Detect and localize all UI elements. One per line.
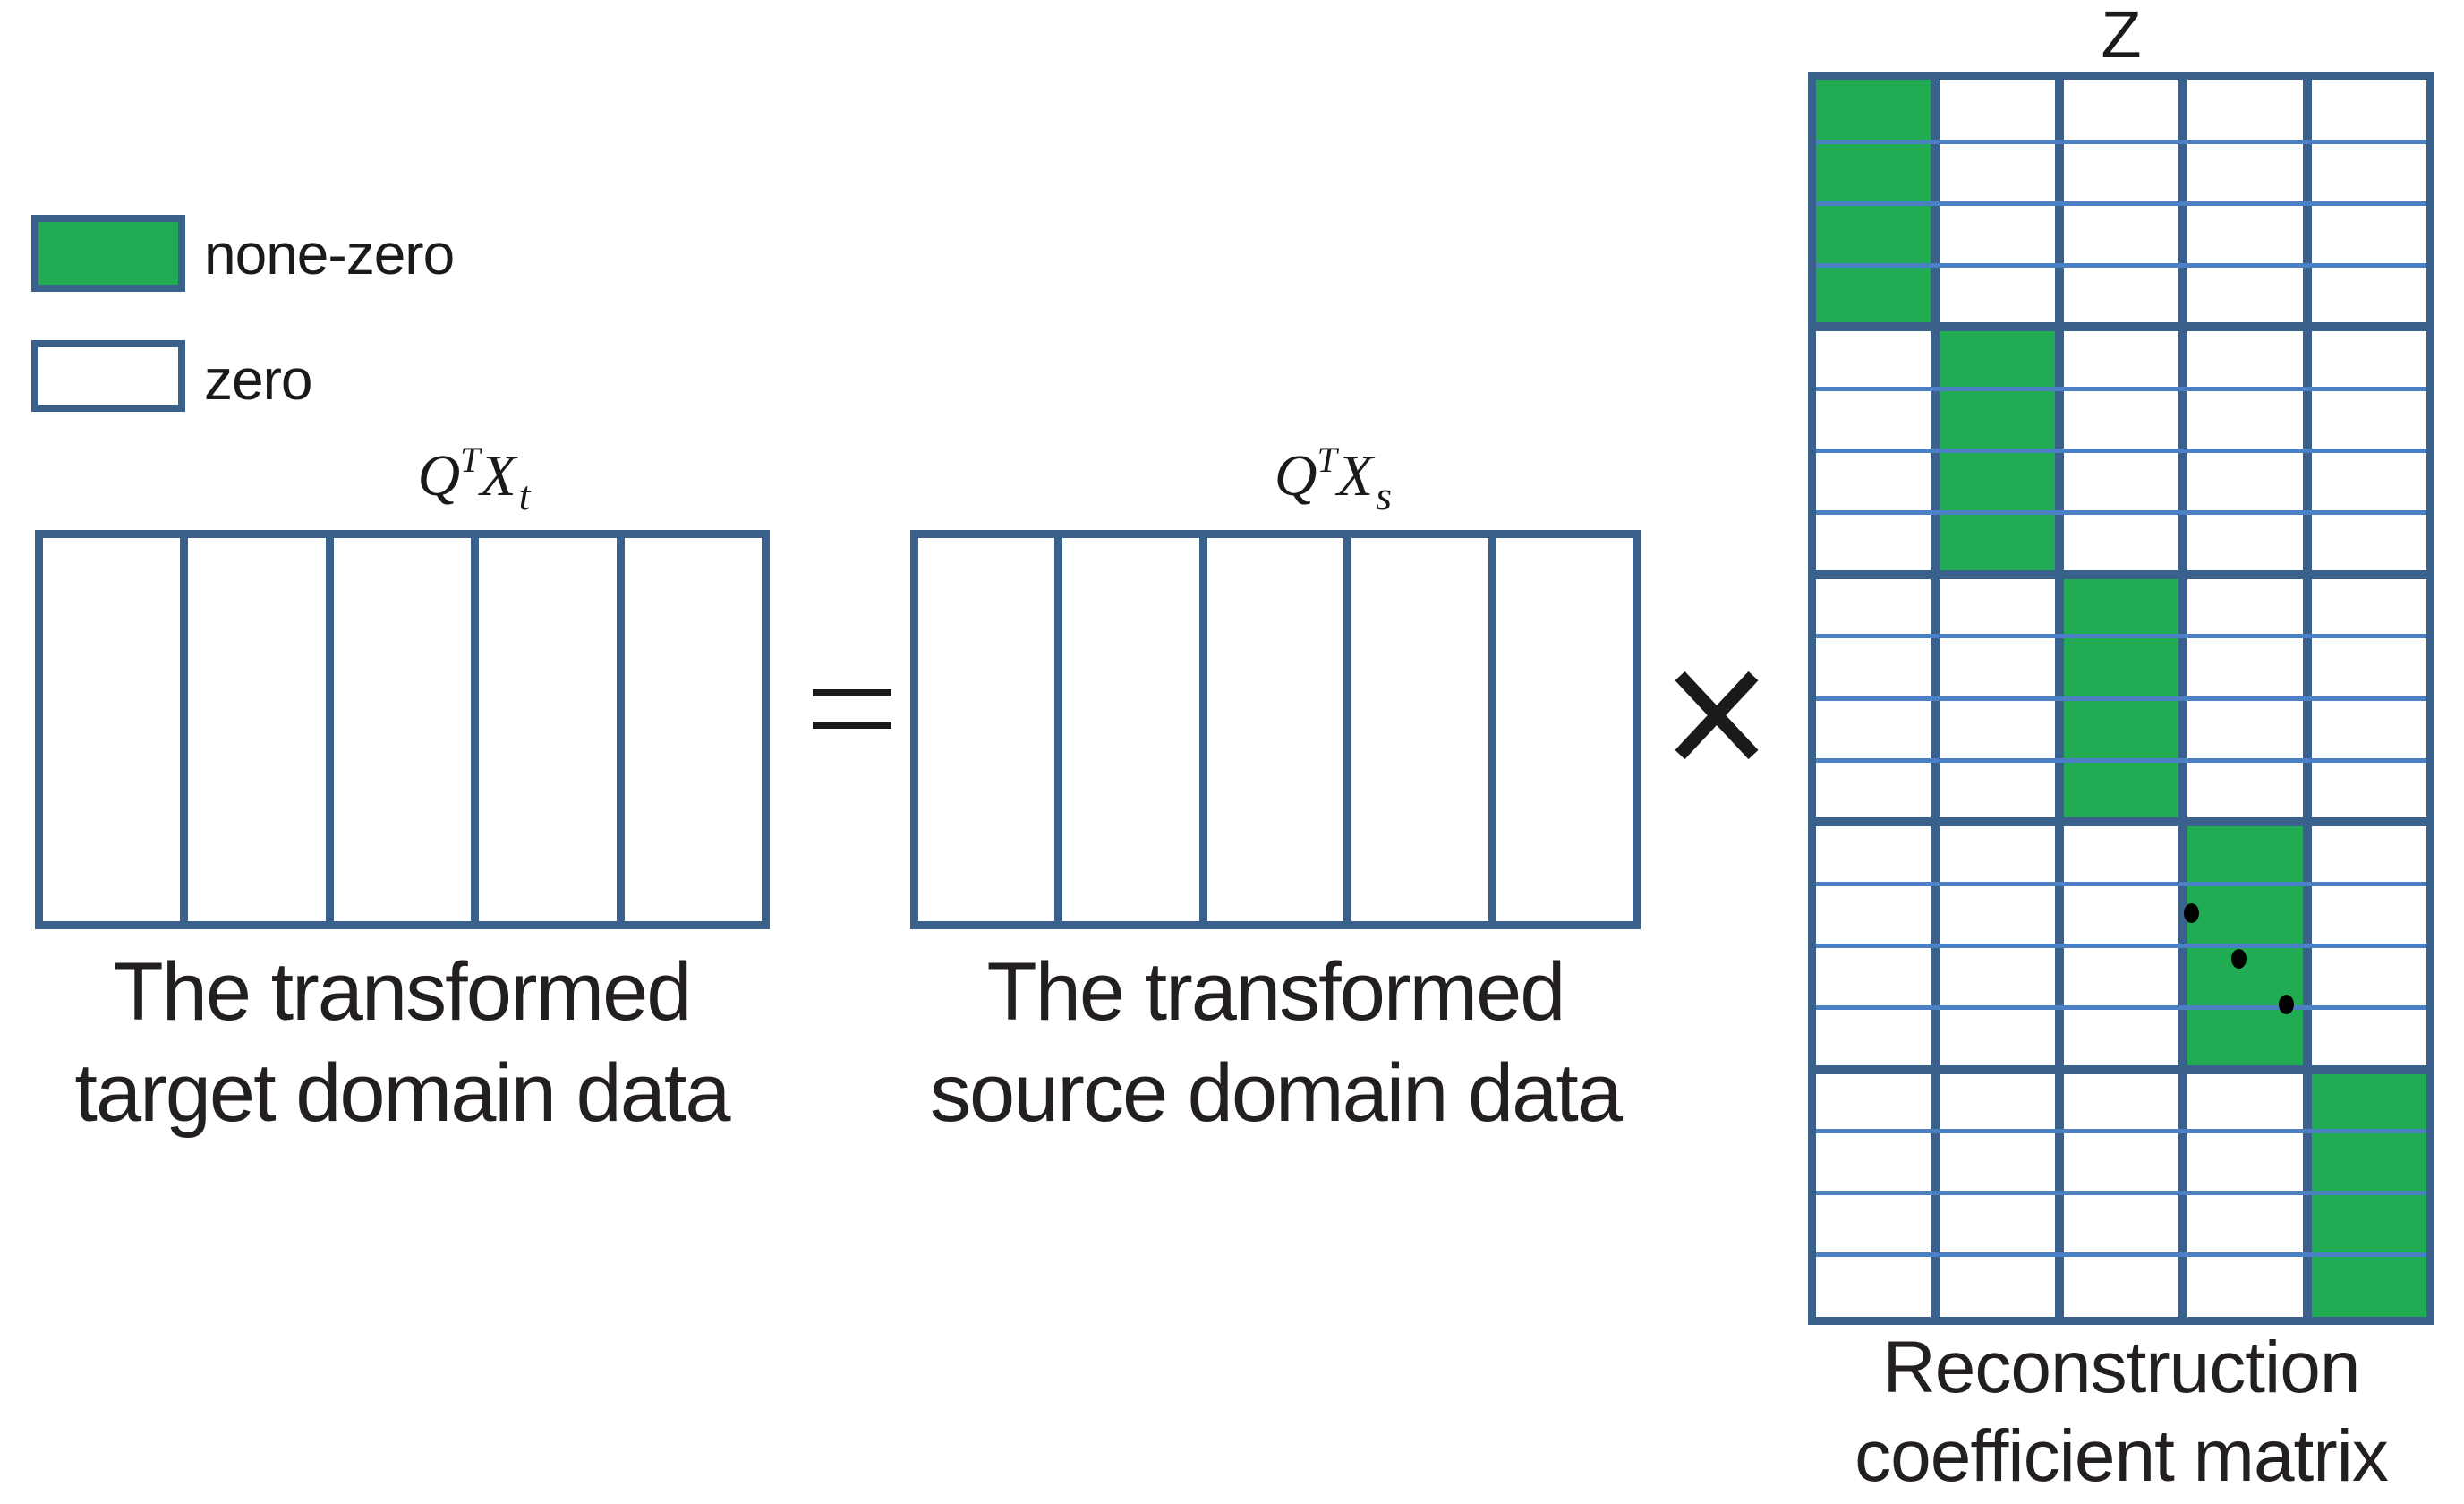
matrix-column [918, 538, 1055, 921]
matrix-column [2302, 80, 2427, 1317]
caption-line: target domain data [74, 1047, 730, 1139]
formula-variable: X [480, 443, 516, 508]
matrix-column [2178, 80, 2303, 1317]
nonzero-block [1816, 80, 1931, 328]
formula-base: Q [1274, 443, 1317, 508]
matrix-column [325, 538, 472, 921]
matrix-column [180, 538, 326, 921]
z-matrix-label: Z [2101, 0, 2142, 72]
formula-base: Q [417, 443, 461, 508]
matrix-column [1931, 80, 2055, 1317]
z-matrix-caption: Reconstruction coefficient matrix [1795, 1323, 2448, 1500]
caption-line: The transformed [113, 946, 693, 1038]
nonzero-block [2311, 1069, 2427, 1317]
target-matrix [35, 530, 770, 929]
matrix-column [1054, 538, 1199, 921]
legend-nonzero-swatch [31, 215, 185, 292]
source-matrix [910, 530, 1641, 929]
caption-line: Reconstruction [1882, 1327, 2361, 1408]
nonzero-block [2187, 822, 2303, 1070]
z-matrix [1808, 72, 2434, 1325]
source-matrix-formula: QTXs [1180, 440, 1484, 518]
target-matrix-caption: The transformed target domain data [26, 942, 778, 1144]
target-matrix-formula: QTXt [320, 440, 625, 518]
legend-zero-swatch [31, 340, 185, 412]
matrix-column [1488, 538, 1633, 921]
times-operator [1675, 671, 1759, 760]
formula-superscript: T [460, 440, 481, 480]
nonzero-block [1940, 327, 2055, 575]
matrix-column [1198, 538, 1344, 921]
matrix-column [616, 538, 763, 921]
formula-subscript: s [1376, 473, 1393, 518]
matrix-column [1816, 80, 1931, 1317]
formula-variable: X [1336, 443, 1374, 508]
matrix-column [1343, 538, 1488, 921]
caption-line: The transformed [986, 946, 1566, 1038]
caption-line: coefficient matrix [1854, 1415, 2389, 1497]
legend-zero-label: zero [204, 347, 312, 412]
matrix-column [2054, 80, 2179, 1317]
caption-line: source domain data [929, 1047, 1623, 1139]
nonzero-block [2063, 574, 2179, 823]
matrix-column [43, 538, 181, 921]
legend-nonzero-label: none-zero [204, 222, 455, 286]
formula-superscript: T [1317, 440, 1337, 480]
formula-subscript: t [518, 473, 531, 518]
equals-operator [813, 689, 891, 729]
source-matrix-caption: The transformed source domain data [899, 942, 1651, 1144]
matrix-column [471, 538, 617, 921]
